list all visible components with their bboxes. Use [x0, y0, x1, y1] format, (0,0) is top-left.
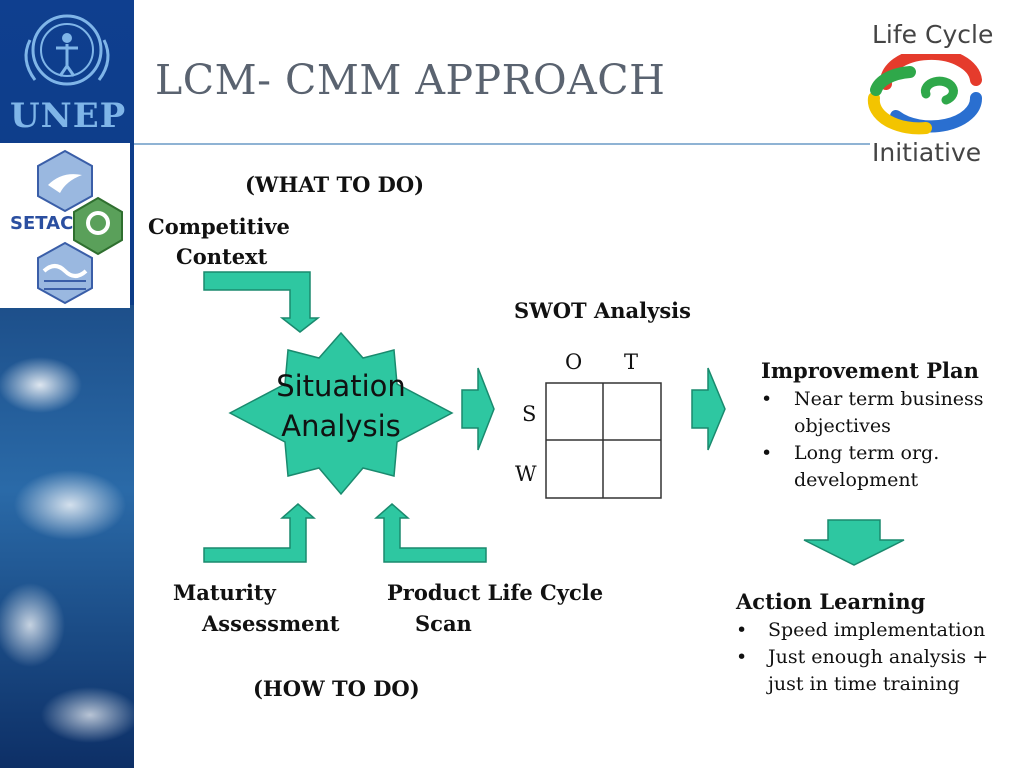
page-title: LCM- CMM APPROACH — [155, 56, 666, 104]
how-to-do-label: (HOW TO DO) — [253, 676, 420, 701]
improvement-item-2-line2: development — [794, 469, 919, 491]
situation-analysis-label-line2: Analysis — [281, 409, 401, 443]
product-life-cycle-arrow — [374, 503, 487, 563]
life-cycle-initiative-logo: Life Cycle Initiative — [866, 20, 996, 170]
swot-s-label: S — [522, 402, 537, 426]
improvement-plan-title: Improvement Plan — [761, 358, 979, 383]
unep-wordmark: UNEP — [10, 96, 127, 136]
maturity-label-line2: Assessment — [202, 611, 340, 636]
to-swot-arrow — [461, 367, 495, 451]
setac-wordmark: SETAC — [10, 213, 74, 234]
competitive-context-arrow — [203, 271, 321, 333]
product-life-cycle-label-line2: Scan — [415, 611, 472, 636]
improvement-item-2-line1: Long term org. — [794, 442, 940, 464]
action-item-2-line1: Just enough analysis + — [768, 646, 989, 668]
situation-analysis-star — [228, 331, 454, 496]
action-item-1: Speed implementation — [768, 619, 986, 641]
setac-hexagons-icon — [37, 149, 123, 305]
to-improvement-arrow — [691, 367, 726, 451]
title-divider — [134, 143, 870, 145]
action-item-2-line2: just in time training — [768, 673, 960, 695]
to-action-learning-arrow — [803, 519, 905, 566]
swot-title: SWOT Analysis — [514, 298, 691, 323]
lci-swirl-icon — [867, 54, 983, 135]
swot-o-label: O — [565, 350, 583, 374]
bullet-icon: • — [761, 442, 773, 464]
setac-logo: SETAC — [0, 143, 130, 308]
bullet-icon: • — [736, 619, 748, 641]
swot-w-label: W — [515, 462, 537, 486]
lci-wordmark-top: Life Cycle — [872, 20, 994, 49]
situation-analysis-label-line1: Situation — [276, 369, 406, 403]
maturity-arrow — [203, 503, 316, 563]
action-learning-title: Action Learning — [736, 589, 926, 614]
improvement-item-1-line2: objectives — [794, 415, 891, 437]
what-to-do-label: (WHAT TO DO) — [245, 172, 425, 197]
action-bullet-1: • Speed implementation — [736, 619, 985, 641]
maturity-label-line1: Maturity — [173, 580, 276, 605]
action-bullet-2: • Just enough analysis + — [736, 646, 988, 668]
improvement-item-1-line1: Near term business — [794, 388, 984, 410]
improvement-bullet-2: • Long term org. — [761, 442, 939, 464]
bullet-icon: • — [761, 388, 773, 410]
competitive-context-label-line1: Competitive — [148, 214, 290, 239]
earth-image — [0, 305, 134, 768]
competitive-context-label-line2: Context — [176, 244, 268, 269]
bullet-icon: • — [736, 646, 748, 668]
unep-logo: UNEP — [0, 0, 134, 140]
product-life-cycle-label-line1: Product Life Cycle — [387, 580, 604, 605]
unep-emblem-icon — [24, 14, 110, 86]
lci-wordmark-bottom: Initiative — [872, 138, 982, 167]
swot-t-label: T — [624, 350, 639, 374]
improvement-bullet-1: • Near term business — [761, 388, 984, 410]
